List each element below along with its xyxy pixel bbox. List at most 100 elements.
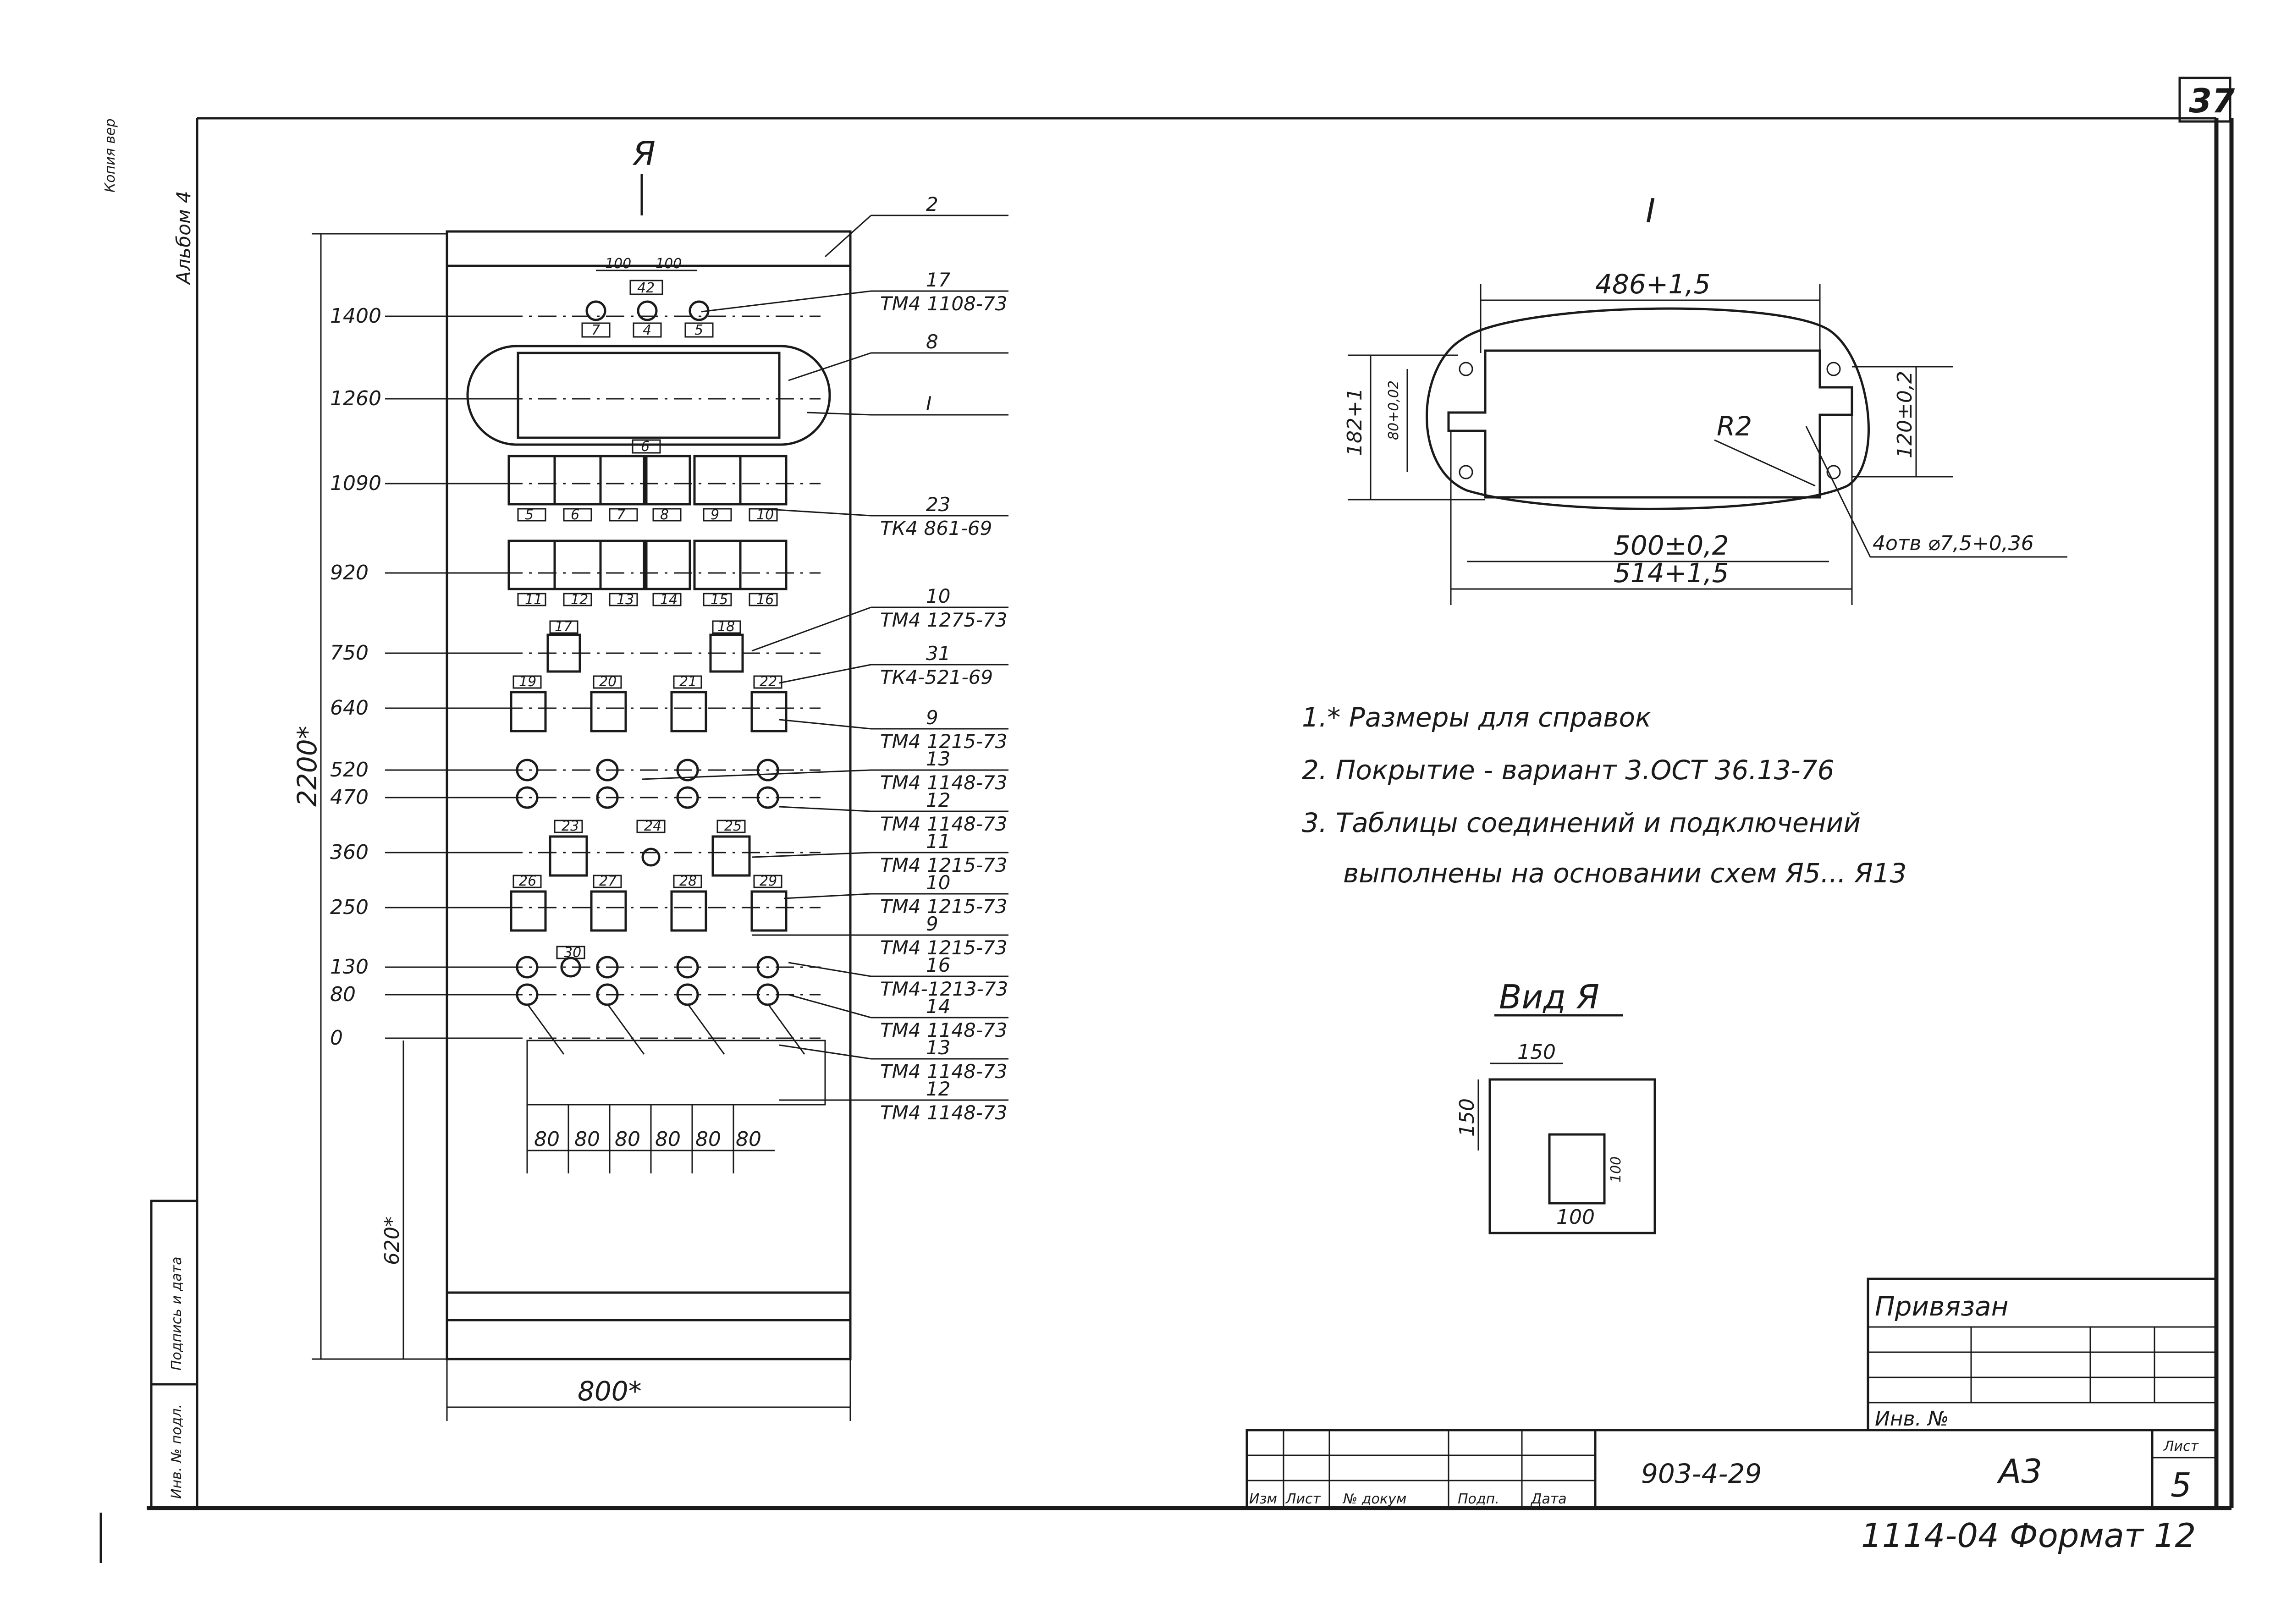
row-640-module-3 xyxy=(750,691,788,732)
row-250-tag-1-text: 27 xyxy=(599,873,617,889)
height-total: 2200* xyxy=(292,726,323,807)
spacing-2: 80 xyxy=(615,1128,640,1151)
row_1090-module-3 xyxy=(643,455,691,506)
row_920-module-0 xyxy=(507,539,556,590)
row_1090-tag-0-text: 5 xyxy=(525,507,534,523)
stamp-inv: Инв. № подл. xyxy=(169,1404,185,1499)
callout-code-9: ТМ4 1148-73 xyxy=(880,813,1007,835)
row-640-tag-2 xyxy=(673,675,702,689)
display-window xyxy=(466,345,831,446)
row_1090-module-1 xyxy=(553,455,602,506)
panel-elevation: Я 14001260109092075064052047036025013080… xyxy=(292,134,1008,1421)
cutout-outline xyxy=(1426,307,1870,510)
tag-top-0-text: 7 xyxy=(591,322,600,338)
col-izm: Изм xyxy=(1249,1491,1277,1507)
callout-pos-13: 16 xyxy=(926,954,950,976)
elevation-2: 1090 xyxy=(330,472,381,495)
row-250-tag-2-text: 28 xyxy=(679,873,697,889)
inv-label: Инв. № xyxy=(1875,1407,1949,1431)
tag-under-window-text: 6 xyxy=(641,439,650,455)
callout-pos-6: 31 xyxy=(926,642,950,665)
row_1090-tag-4 xyxy=(703,508,732,522)
hole-4 xyxy=(1826,465,1841,479)
note-3: 3. Таблицы соединений и подключений xyxy=(1302,807,1861,838)
elevation-5: 640 xyxy=(330,696,369,720)
detail-holes: 4отв ⌀7,5+0,36 xyxy=(1873,532,2034,555)
row-250-module-0 xyxy=(510,890,547,932)
row_920-tag-3 xyxy=(652,593,682,606)
tag-under-window xyxy=(632,439,661,454)
row-360-tag-1-text: 24 xyxy=(644,818,661,834)
view-a-plate xyxy=(1488,1078,1656,1234)
lamp-520-3 xyxy=(756,759,779,782)
callout-code-1: ТМ4 1108-73 xyxy=(880,292,1007,315)
callout-code-13: ТМ4-1213-73 xyxy=(880,978,1008,1000)
row-640-tag-0-text: 19 xyxy=(519,674,536,690)
lamp-130-1 xyxy=(596,956,619,979)
album-mark: Альбом 4 xyxy=(172,191,195,286)
row_1090-module-4 xyxy=(693,455,742,506)
row_920-tag-5-text: 16 xyxy=(756,592,774,608)
notes: 1.* Размеры для справок 2. Покрытие - ва… xyxy=(1302,702,1907,889)
row-360-lamp xyxy=(641,848,661,867)
row-750-tag-0 xyxy=(549,620,579,634)
callout-pos-1: 17 xyxy=(926,269,951,291)
lamp-130-2 xyxy=(676,956,699,979)
note-1: 1.* Размеры для справок xyxy=(1302,702,1651,733)
view-a-hole xyxy=(1548,1133,1606,1205)
sheet-number: 37 xyxy=(2189,82,2235,120)
lamp-130-0 xyxy=(516,956,539,979)
detail-dim-left-outer: 182+1 xyxy=(1343,388,1366,456)
callout-code-11: ТМ4 1215-73 xyxy=(880,895,1007,918)
row-250-module-2 xyxy=(670,890,707,932)
row_920-tag-0-text: 11 xyxy=(525,592,542,608)
tag-top-center-text: 42 xyxy=(637,280,655,296)
row_920-tag-4 xyxy=(703,593,732,606)
callout-code-8: ТМ4 1148-73 xyxy=(880,771,1007,794)
detail-dim-bottom-outer: 514+1,5 xyxy=(1614,557,1729,589)
lamp-520-2 xyxy=(676,759,699,782)
row-250-tag-3 xyxy=(753,875,782,888)
row-360-tag-0-text: 23 xyxy=(562,818,579,834)
row-360-module-2 xyxy=(711,835,751,877)
col-doc: № докум xyxy=(1342,1491,1406,1507)
sheet-no: 5 xyxy=(2171,1466,2192,1504)
row_1090-tag-1-text: 6 xyxy=(571,507,579,523)
detail-dim-top: 486+1,5 xyxy=(1595,269,1711,300)
row_920-module-3 xyxy=(643,539,691,590)
row_920-tag-2-text: 13 xyxy=(617,592,634,608)
callout-pos-0: 2 xyxy=(926,193,938,215)
elevation-6: 520 xyxy=(330,758,369,782)
elevation-0: 1400 xyxy=(330,304,381,328)
row_920-tag-2 xyxy=(609,593,638,606)
copy-mark: Копия вер xyxy=(102,118,118,193)
row-130-tag-text: 30 xyxy=(564,945,581,961)
elevation-4: 750 xyxy=(330,641,369,665)
spacing-3: 80 xyxy=(655,1128,681,1151)
callout-pos-9: 12 xyxy=(926,789,950,811)
note-3-cont: выполнены на основании схем Я5... Я13 xyxy=(1343,858,1907,889)
callout-pos-11: 10 xyxy=(926,871,950,894)
detail-dim-left-inner: 80+0,02 xyxy=(1386,380,1402,440)
detail-cutout: I 486+1,5 182+1 80+0,02 120±0,2 R2 4отв … xyxy=(1343,192,2067,605)
row_920-tag-1-text: 12 xyxy=(571,592,588,608)
elevation-10: 130 xyxy=(330,955,369,979)
drawing-code: 903-4-29 xyxy=(1641,1458,1762,1489)
tag-top-0 xyxy=(581,322,611,338)
detail-dim-right: 120±0,2 xyxy=(1893,371,1917,458)
row-250-tag-0 xyxy=(512,875,542,888)
hole-3 xyxy=(1826,362,1841,376)
row_1090-module-5 xyxy=(739,455,788,506)
tag-top-2 xyxy=(684,322,714,338)
callout-pos-3: I xyxy=(926,392,931,415)
spacing-5: 80 xyxy=(736,1128,761,1151)
row-750-tag-1 xyxy=(712,620,741,634)
callout-pos-10: 11 xyxy=(926,830,950,853)
row-750-module-1 xyxy=(709,633,744,673)
elevation-11: 80 xyxy=(330,983,356,1006)
tag-top-center xyxy=(629,280,663,295)
row-640-tag-2-text: 21 xyxy=(679,674,697,690)
main-stamp xyxy=(1245,1429,2218,1509)
